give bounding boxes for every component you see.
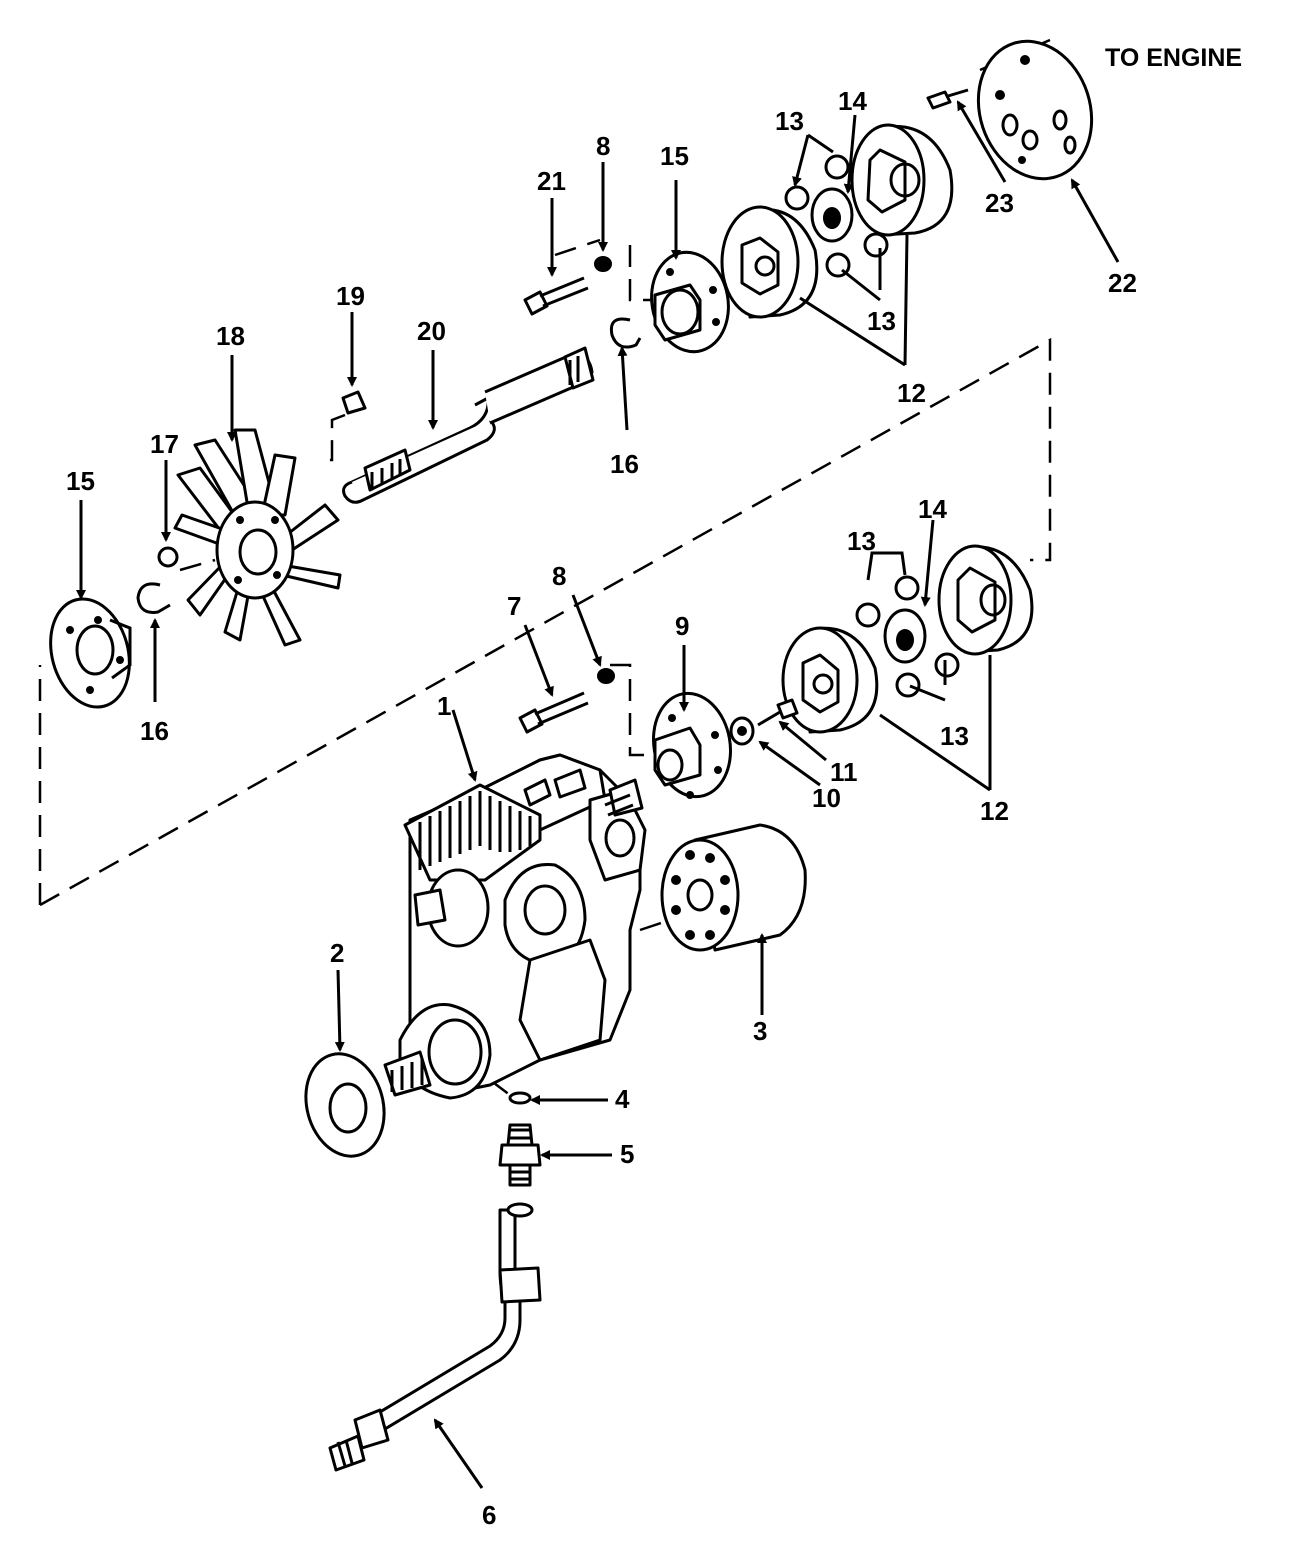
callout-23: 23 <box>985 188 1014 218</box>
callout-20: 20 <box>417 316 446 346</box>
callout-17: 17 <box>150 429 179 459</box>
fan-18 <box>173 428 342 647</box>
left-flange-15 <box>49 597 132 709</box>
callout-5: 5 <box>620 1139 634 1169</box>
nut-17 <box>157 546 179 568</box>
nut-8-lower <box>597 668 615 684</box>
upper-spider-14 <box>784 154 889 278</box>
bolt-11 <box>757 698 799 727</box>
callout-12-lower: 12 <box>980 796 1009 826</box>
bolt-7 <box>518 691 589 734</box>
upper-coupling-flange-front <box>720 205 819 319</box>
callout-11: 11 <box>830 757 858 787</box>
nut-8-upper <box>594 256 612 272</box>
callout-15-upper: 15 <box>660 141 689 171</box>
engine-adapter-plate <box>976 39 1094 181</box>
o-ring-4 <box>508 1091 532 1105</box>
callout-16-upper: 16 <box>610 449 639 479</box>
callout-12-upper: 12 <box>897 378 926 408</box>
drive-shaft-20 <box>342 346 595 504</box>
washer-10 <box>729 716 755 746</box>
callout-14-upper: 14 <box>838 86 867 116</box>
callout-leaders <box>76 100 1120 1489</box>
callout-2: 2 <box>330 938 344 968</box>
callout-21: 21 <box>537 166 566 196</box>
seal-disc-2 <box>304 1052 386 1158</box>
pump-flange-9 <box>652 691 732 799</box>
callout-10: 10 <box>812 783 841 813</box>
retaining-clip-16-upper <box>609 317 642 349</box>
callout-15-left: 15 <box>66 466 95 496</box>
callout-6: 6 <box>482 1500 496 1530</box>
callout-16-left: 16 <box>140 716 169 746</box>
callout-13-lower-a: 13 <box>847 526 876 556</box>
callout-9: 9 <box>675 611 689 641</box>
callout-19: 19 <box>336 281 365 311</box>
callout-14-lower: 14 <box>918 494 947 524</box>
filter-3 <box>660 823 807 952</box>
lower-spider-14 <box>855 575 960 698</box>
callout-13-lower-b: 13 <box>940 721 969 751</box>
lower-coupling-flange-rear <box>937 544 1034 656</box>
upper-coupling-flange-rear <box>850 123 954 237</box>
retaining-clip-16-left <box>136 582 171 614</box>
callout-13-upper-a: 13 <box>775 106 804 136</box>
callout-7: 7 <box>507 591 521 621</box>
callout-8-upper: 8 <box>596 131 610 161</box>
callout-3: 3 <box>753 1016 767 1046</box>
to-engine-label: TO ENGINE <box>1105 44 1242 72</box>
lower-coupling-flange-front <box>781 626 879 734</box>
bolt-21 <box>523 276 589 316</box>
callout-13-upper-b: 13 <box>867 306 896 336</box>
grease-fitting-19 <box>341 390 367 415</box>
hydraulic-tube-6 <box>328 1202 542 1472</box>
callout-18: 18 <box>216 321 245 351</box>
hydrostatic-pump-body-1 <box>383 753 647 1100</box>
callout-8-lower: 8 <box>552 561 566 591</box>
callout-1: 1 <box>437 691 451 721</box>
fitting-5 <box>498 1123 542 1187</box>
screw-23 <box>926 88 969 110</box>
callout-4: 4 <box>615 1084 630 1114</box>
callout-22: 22 <box>1108 268 1137 298</box>
upper-flange-15 <box>650 250 730 354</box>
